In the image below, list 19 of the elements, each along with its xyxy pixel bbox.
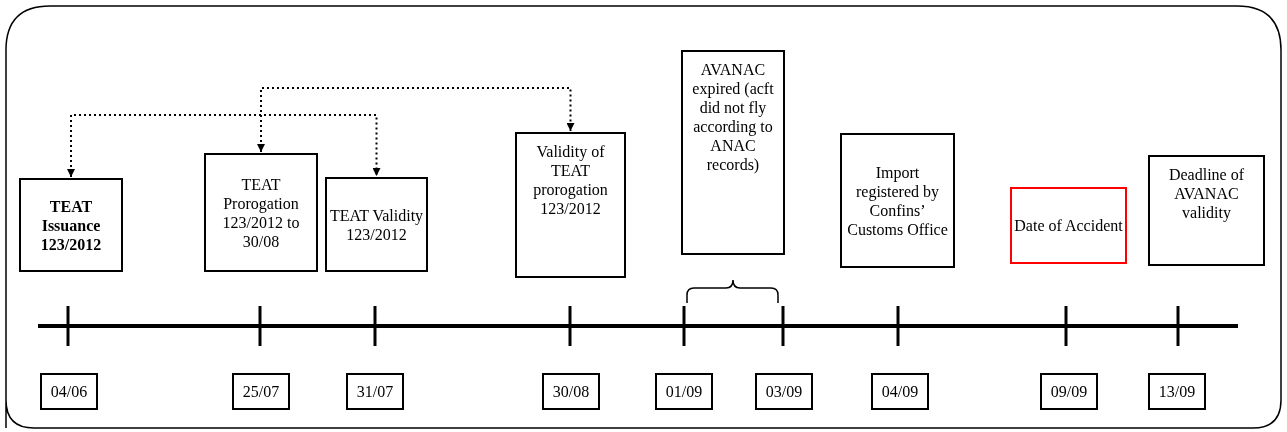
event-box: Deadline of AVANAC validity — [1148, 155, 1265, 266]
event-box: Date of Accident — [1010, 187, 1127, 264]
date-box: 04/09 — [871, 373, 929, 410]
date-box: 30/08 — [542, 373, 600, 410]
date-box: 09/09 — [1040, 373, 1098, 410]
event-box: Validity of TEAT prorogation 123/2012 — [515, 132, 626, 278]
date-box: 13/09 — [1148, 373, 1206, 410]
date-box: 25/07 — [232, 373, 290, 410]
dotted-arrow — [67, 114, 381, 178]
date-box: 03/09 — [755, 373, 813, 410]
event-box: TEAT Prorogation 123/2012 to 30/08 — [204, 153, 318, 272]
date-box: 04/06 — [40, 373, 98, 410]
event-box: Import registered by Confins’ Customs Office — [840, 133, 955, 268]
date-box: 01/09 — [655, 373, 713, 410]
event-box: AVANAC expired (acft did not fly according to ANAC records) — [681, 50, 785, 255]
date-box: 31/07 — [346, 373, 404, 410]
dotted-arrow — [257, 87, 575, 153]
event-box: TEAT Issuance 123/2012 — [19, 178, 123, 272]
event-box: TEAT Validity 123/2012 — [325, 177, 428, 272]
